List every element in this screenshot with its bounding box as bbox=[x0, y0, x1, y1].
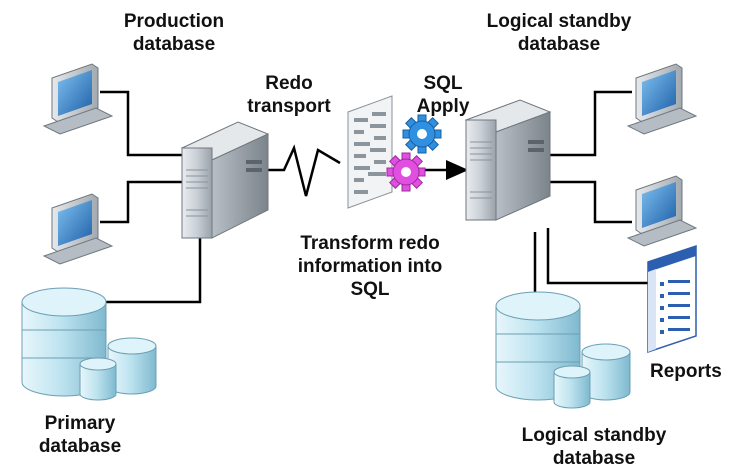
label-redo-transport: Redo transport bbox=[234, 72, 344, 118]
workstation-icon-left-bottom bbox=[42, 193, 114, 265]
report-document-icon bbox=[647, 244, 697, 354]
label-line: database bbox=[132, 34, 216, 55]
label-line: Logical standby bbox=[486, 11, 632, 32]
label-line: Production bbox=[123, 11, 225, 32]
label-line: database bbox=[517, 34, 601, 55]
label-line: transport bbox=[247, 96, 331, 117]
label-primary-database: Primary database bbox=[20, 412, 140, 458]
connectors bbox=[100, 90, 648, 304]
line-standby-reports bbox=[546, 228, 648, 285]
line-pc2-primary-server bbox=[100, 180, 182, 224]
sql-document-icon bbox=[347, 95, 393, 209]
line-standby-pc2 bbox=[548, 180, 632, 224]
primary-server-icon bbox=[180, 121, 270, 239]
label-logical-standby-bottom: Logical standby database bbox=[494, 424, 694, 470]
standby-server-icon bbox=[464, 99, 552, 221]
line-pc1-primary-server bbox=[100, 90, 182, 157]
label-line: Primary bbox=[44, 413, 116, 434]
label-production-database: Production database bbox=[94, 10, 254, 56]
line-standby-pc1 bbox=[548, 90, 632, 157]
label-line: database bbox=[552, 448, 636, 469]
label-sql-apply: SQL Apply bbox=[408, 72, 478, 118]
label-line: information into bbox=[297, 256, 443, 277]
line-primarydb-primary-server bbox=[100, 230, 202, 304]
gear-icon-magenta bbox=[386, 152, 426, 192]
label-line: Logical standby bbox=[521, 425, 667, 446]
redo-transport-zigzag bbox=[268, 144, 341, 197]
label-reports: Reports bbox=[650, 361, 722, 382]
label-line: database bbox=[38, 436, 122, 457]
workstation-icon-right-bottom bbox=[626, 175, 698, 247]
label-line: Apply bbox=[416, 96, 470, 117]
label-line: SQL bbox=[350, 279, 390, 300]
gear-icon-blue bbox=[402, 114, 442, 154]
workstation-icon-right-top bbox=[626, 63, 698, 135]
label-line: SQL bbox=[423, 73, 463, 94]
label-line: Transform redo bbox=[300, 233, 440, 254]
label-transform-redo: Transform redo information into SQL bbox=[270, 232, 470, 301]
primary-database-icon bbox=[21, 287, 157, 401]
standby-database-icon bbox=[495, 291, 631, 409]
workstation-icon-left-top bbox=[42, 63, 114, 135]
label-logical-standby-top: Logical standby database bbox=[464, 10, 654, 56]
label-line: Redo bbox=[265, 73, 313, 94]
